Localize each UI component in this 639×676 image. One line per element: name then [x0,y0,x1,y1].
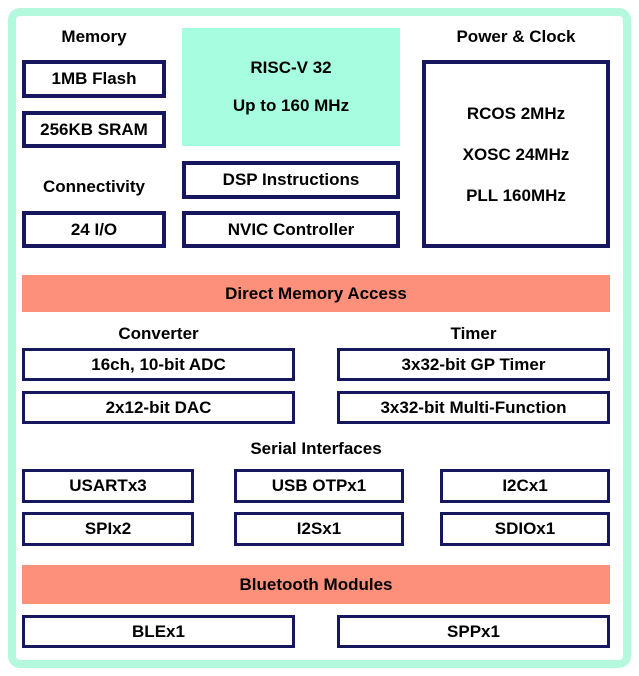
ble-box: BLEx1 [22,615,295,648]
dma-bar: Direct Memory Access [22,275,610,312]
converter-section-label: Converter [118,324,199,343]
flash-box: 1MB Flash [22,60,166,98]
power-clock-section-label: Power & Clock [456,27,576,46]
dsp-instructions-box: DSP Instructions [182,161,400,199]
usart-box: USARTx3 [22,469,194,503]
power-clock-box: RCOS 2MHz XOSC 24MHz PLL 160MHz [422,60,610,248]
dac-box: 2x12-bit DAC [22,391,295,424]
cpu-block: RISC-V 32 Up to 160 MHz [182,28,400,146]
pll-line: PLL 160MHz [466,185,566,205]
bluetooth-bar: Bluetooth Modules [22,565,610,604]
memory-section-label: Memory [61,27,127,46]
nvic-controller-box: NVIC Controller [182,211,400,248]
io-box: 24 I/O [22,211,166,248]
gp-timer-box: 3x32-bit GP Timer [337,348,610,381]
i2s-box: I2Sx1 [234,512,404,546]
serial-interfaces-label: Serial Interfaces [250,439,382,458]
cpu-speed: Up to 160 MHz [232,96,350,115]
usb-otp-box: USB OTPx1 [234,469,404,503]
multi-function-box: 3x32-bit Multi-Function [337,391,610,424]
cpu-name: RISC-V 32 [250,58,332,77]
sdio-box: SDIOx1 [440,512,610,546]
adc-box: 16ch, 10-bit ADC [22,348,295,381]
i2c-box: I2Cx1 [440,469,610,503]
rcos-line: RCOS 2MHz [466,103,566,123]
xosc-line: XOSC 24MHz [462,144,570,164]
timer-section-label: Timer [450,324,497,343]
sram-box: 256KB SRAM [22,111,166,148]
connectivity-section-label: Connectivity [42,177,146,196]
spp-box: SPPx1 [337,615,610,648]
spi-box: SPIx2 [22,512,194,546]
